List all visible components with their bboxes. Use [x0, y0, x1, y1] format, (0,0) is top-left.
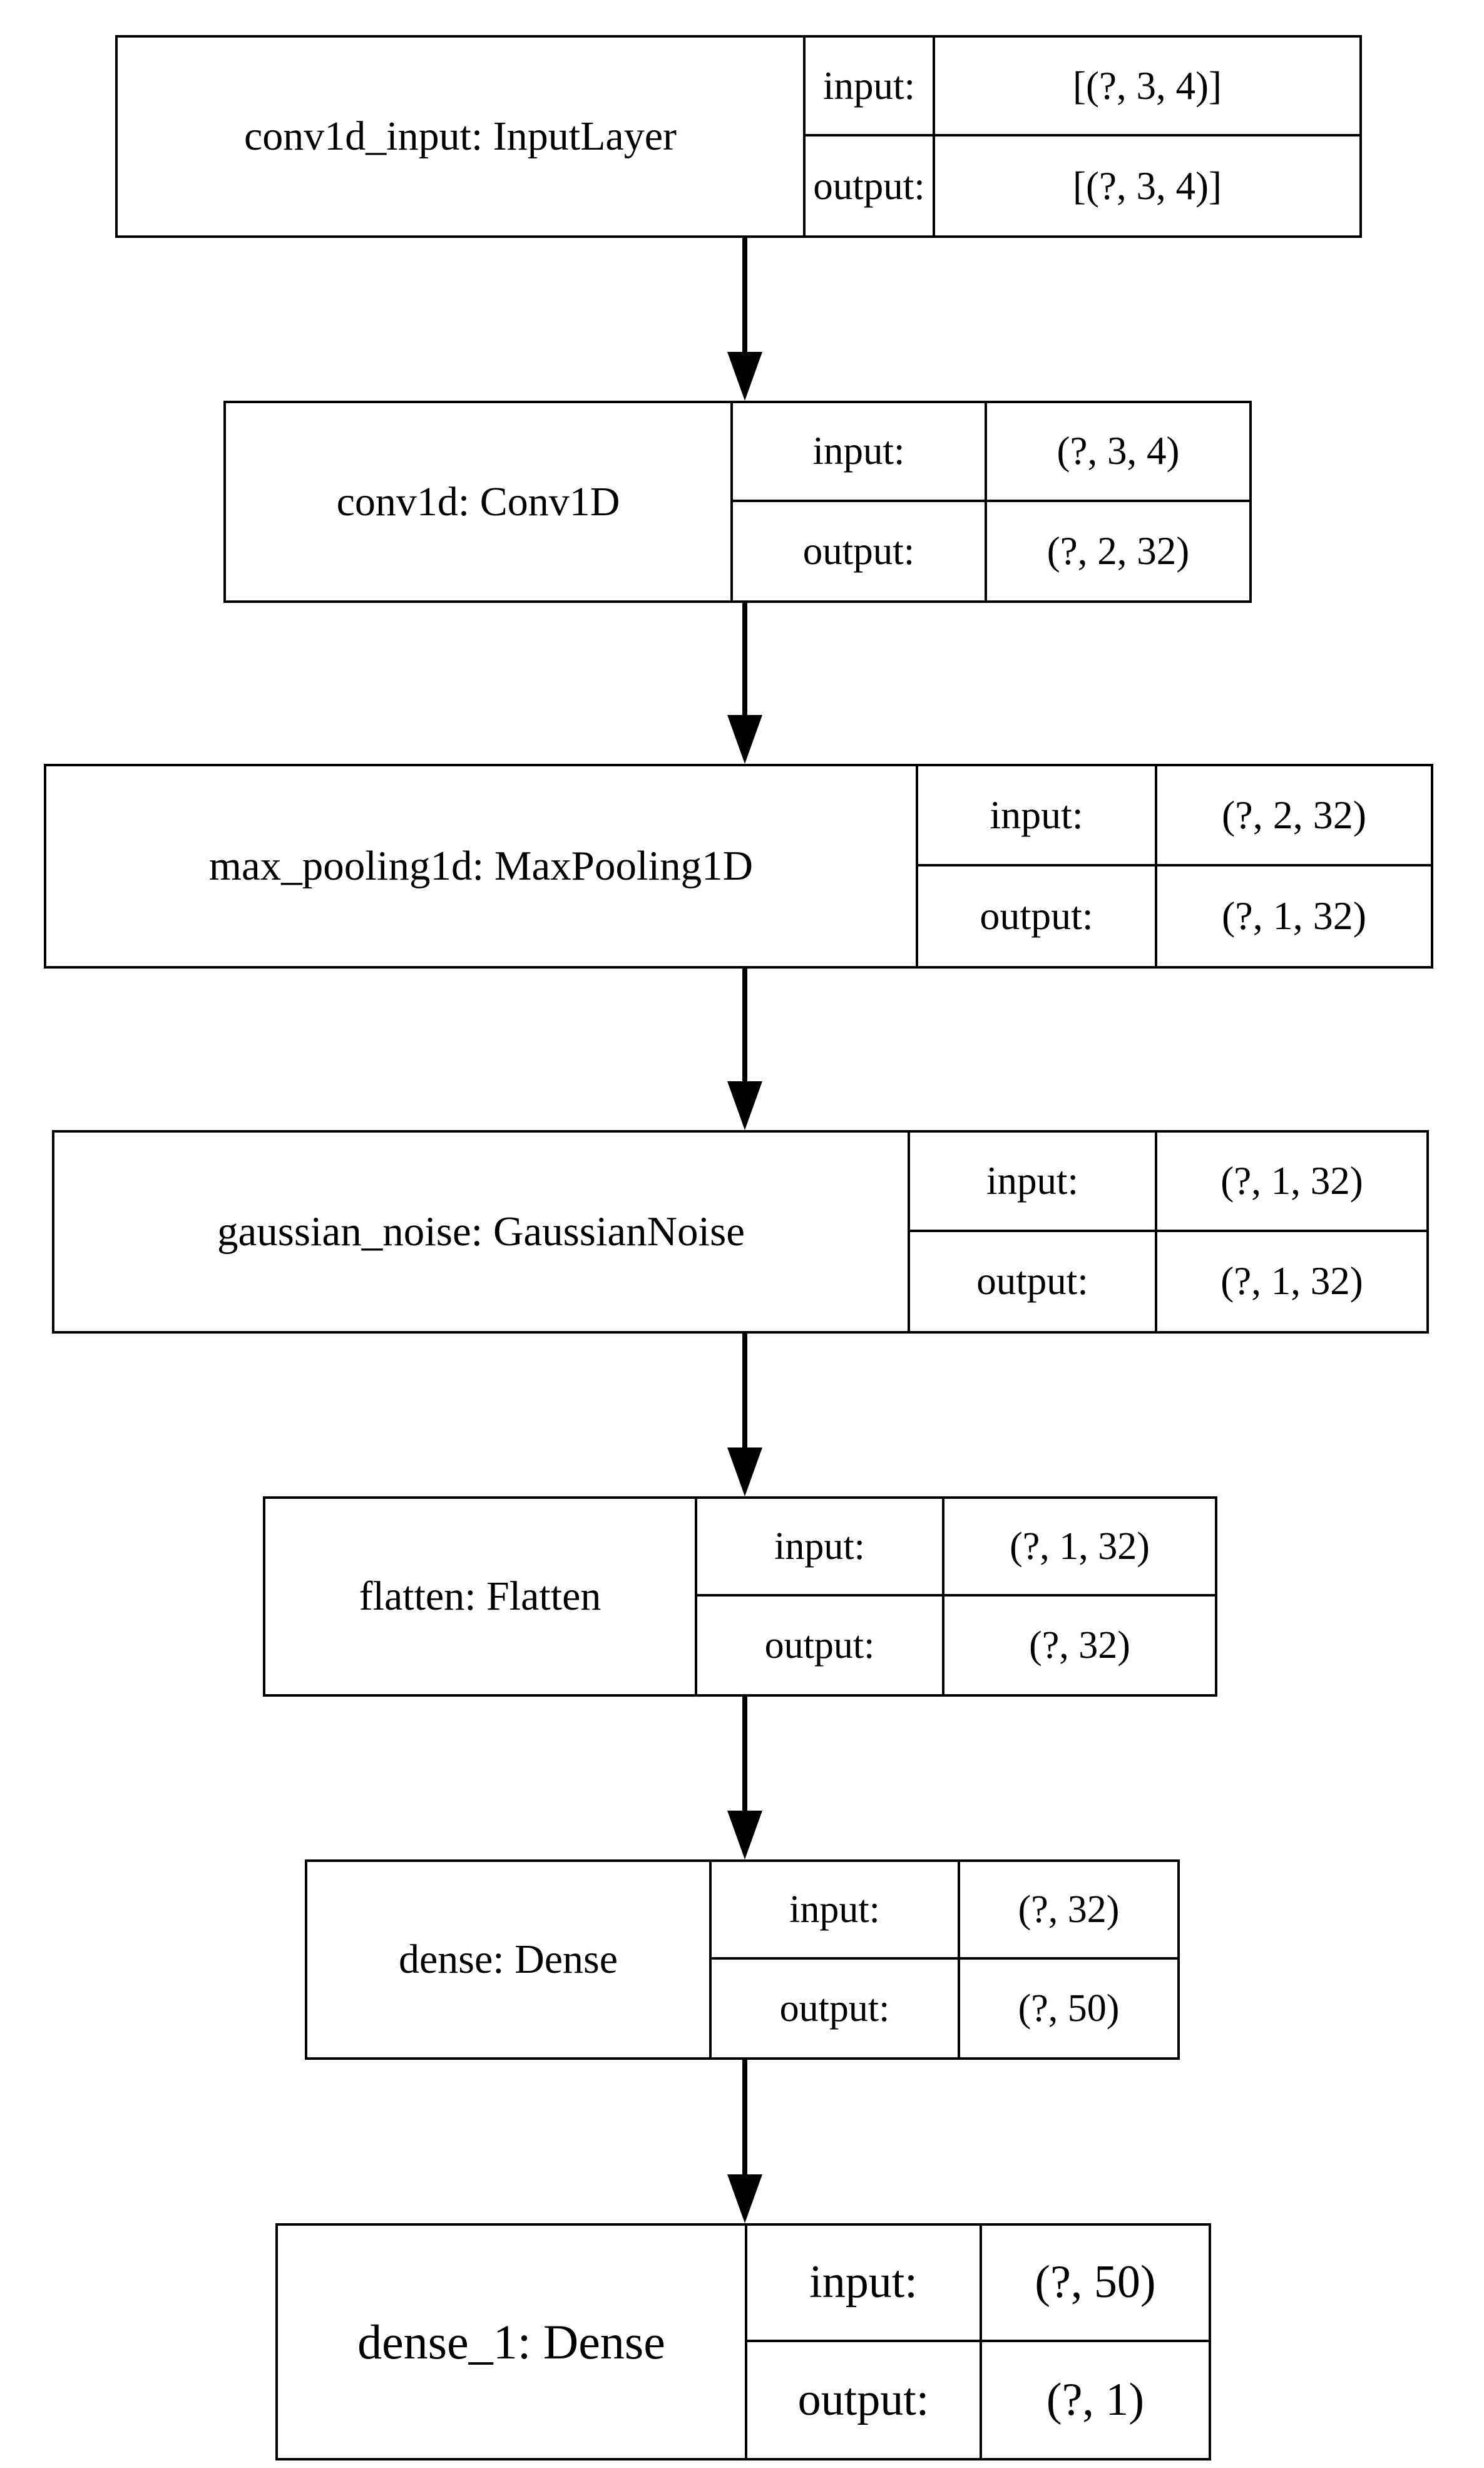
output-label-flatten: output:	[697, 1596, 944, 1694]
layer-io-table-max_pooling1d: input: (?, 2, 32) output: (?, 1, 32)	[918, 766, 1431, 966]
io-row-output-conv1d: output: (?, 2, 32)	[733, 501, 1249, 600]
arrow-shaft	[742, 603, 747, 715]
layer-name-dense_1: dense_1: Dense	[278, 2226, 747, 2458]
input-label-dense_1: input:	[747, 2226, 982, 2340]
io-row-output-gaussian_noise: output: (?, 1, 32)	[910, 1231, 1426, 1331]
output-label-dense: output:	[712, 1960, 960, 2057]
io-row-input-dense_1: input: (?, 50)	[747, 2226, 1209, 2342]
io-row-output-flatten: output: (?, 32)	[697, 1596, 1215, 1694]
io-row-input-max_pooling1d: input: (?, 2, 32)	[918, 766, 1431, 866]
io-row-input-dense: input: (?, 32)	[712, 1862, 1177, 1960]
io-row-input-conv1d_input: input: [(?, 3, 4)]	[806, 38, 1359, 136]
output-shape-max_pooling1d: (?, 1, 32)	[1221, 893, 1367, 938]
input-shape-dense_1: (?, 50)	[1035, 2256, 1156, 2308]
output-label-conv1d_input: output:	[806, 136, 935, 235]
arrow-shaft	[742, 969, 747, 1081]
output-label-gaussian_noise: output:	[910, 1231, 1157, 1331]
arrow-shaft	[742, 1697, 747, 1811]
io-row-input-conv1d: input: (?, 3, 4)	[733, 403, 1249, 502]
layer-name-max_pooling1d: max_pooling1d: MaxPooling1D	[46, 766, 918, 966]
arrow-head-icon	[727, 1447, 762, 1496]
io-row-output-max_pooling1d: output: (?, 1, 32)	[918, 866, 1431, 966]
input-label-max_pooling1d: input:	[918, 766, 1157, 864]
arrow-head-icon	[727, 1811, 762, 1859]
input-label-conv1d_input: input:	[806, 38, 935, 134]
arrow-head-icon	[727, 352, 762, 401]
layer-io-table-conv1d: input: (?, 3, 4) output: (?, 2, 32)	[733, 403, 1249, 600]
input-label-dense: input:	[712, 1862, 960, 1957]
io-row-output-conv1d_input: output: [(?, 3, 4)]	[806, 136, 1359, 235]
input-shape-dense: (?, 32)	[1018, 1888, 1120, 1931]
io-row-output-dense: output: (?, 50)	[712, 1960, 1177, 2057]
output-shape-dense_1: (?, 1)	[1046, 2373, 1145, 2425]
input-label-flatten: input:	[697, 1499, 944, 1594]
input-shape-max_pooling1d: (?, 2, 32)	[1221, 792, 1367, 837]
output-shape-conv1d: (?, 2, 32)	[1046, 528, 1190, 573]
io-row-output-dense_1: output: (?, 1)	[747, 2342, 1209, 2458]
input-shape-conv1d: (?, 3, 4)	[1057, 429, 1180, 473]
layer-name-dense: dense: Dense	[307, 1862, 712, 2057]
output-shape-conv1d_input: [(?, 3, 4)]	[1073, 163, 1222, 208]
output-label-dense_1: output:	[747, 2342, 982, 2458]
layer-io-table-gaussian_noise: input: (?, 1, 32) output: (?, 1, 32)	[910, 1133, 1426, 1331]
input-label-gaussian_noise: input:	[910, 1133, 1157, 1230]
layer-io-table-dense: input: (?, 32) output: (?, 50)	[712, 1862, 1177, 2057]
arrow-head-icon	[727, 715, 762, 764]
layer-name-conv1d_input: conv1d_input: InputLayer	[118, 38, 806, 235]
input-shape-flatten: (?, 1, 32)	[1010, 1525, 1150, 1568]
output-label-max_pooling1d: output:	[918, 866, 1157, 966]
output-shape-flatten: (?, 32)	[1029, 1623, 1130, 1667]
output-shape-gaussian_noise: (?, 1, 32)	[1220, 1259, 1363, 1303]
arrow-shaft	[742, 2060, 747, 2174]
arrow-shaft	[742, 238, 747, 352]
layer-name-flatten: flatten: Flatten	[265, 1499, 697, 1694]
io-row-input-gaussian_noise: input: (?, 1, 32)	[910, 1133, 1426, 1232]
input-shape-gaussian_noise: (?, 1, 32)	[1220, 1158, 1363, 1203]
layer-io-table-flatten: input: (?, 1, 32) output: (?, 32)	[697, 1499, 1215, 1694]
arrow-shaft	[742, 1334, 747, 1447]
layer-io-table-dense_1: input: (?, 50) output: (?, 1)	[747, 2226, 1209, 2458]
layer-name-conv1d: conv1d: Conv1D	[226, 403, 733, 600]
layer-name-gaussian_noise: gaussian_noise: GaussianNoise	[54, 1133, 910, 1331]
input-label-conv1d: input:	[733, 403, 987, 500]
arrow-head-icon	[727, 1081, 762, 1130]
io-row-input-flatten: input: (?, 1, 32)	[697, 1499, 1215, 1596]
input-shape-conv1d_input: [(?, 3, 4)]	[1073, 63, 1222, 108]
arrow-head-icon	[727, 2174, 762, 2223]
output-shape-dense: (?, 50)	[1018, 1987, 1120, 2030]
output-label-conv1d: output:	[733, 501, 987, 600]
layer-io-table-conv1d_input: input: [(?, 3, 4)] output: [(?, 3, 4)]	[806, 38, 1359, 235]
